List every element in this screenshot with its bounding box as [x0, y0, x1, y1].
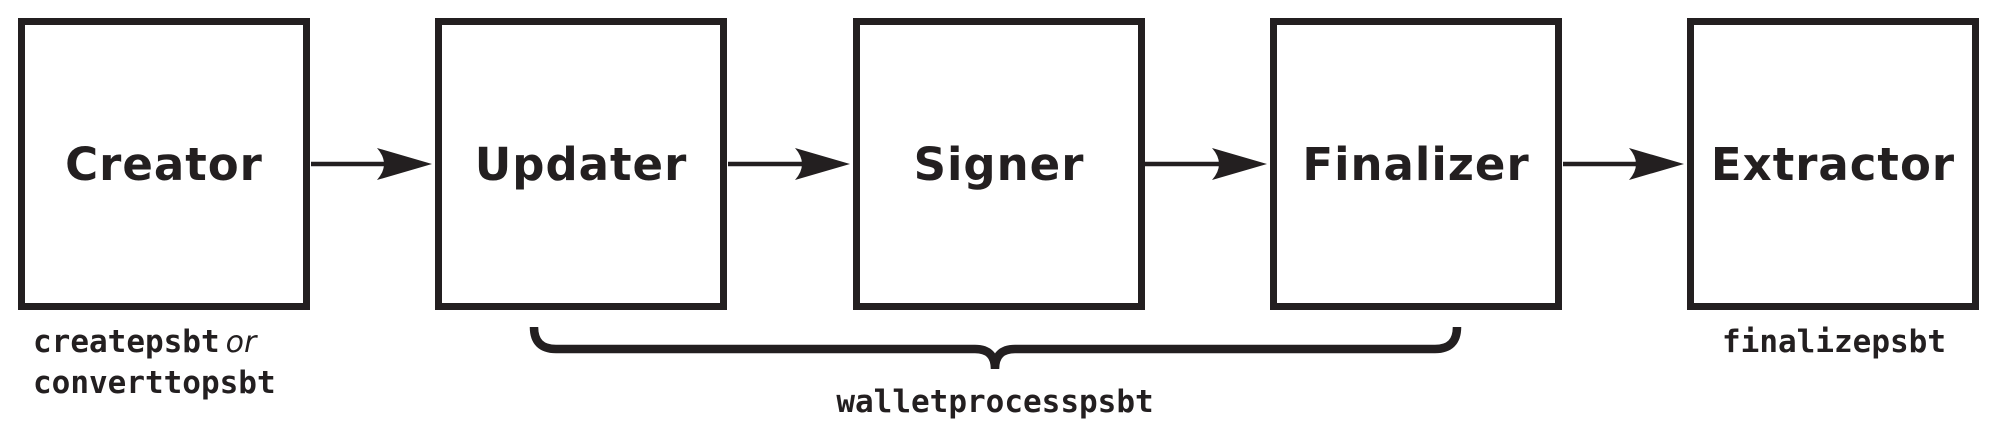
walletprocesspsbt-caption: walletprocesspsbt: [836, 384, 1154, 420]
stage-box-signer: Signer: [853, 18, 1145, 310]
stage-label-signer: Signer: [913, 137, 1085, 191]
flow-arrow-signer-to-finalizer: [1145, 148, 1267, 180]
stage-label-finalizer: Finalizer: [1302, 137, 1530, 191]
or-conjunction: or: [225, 325, 257, 360]
stage-label-extractor: Extractor: [1710, 137, 1956, 191]
stage-box-finalizer: Finalizer: [1270, 18, 1562, 310]
finalizepsbt-caption: finalizepsbt: [1722, 324, 1946, 360]
creator-rpc-caption-line2: converttopsbt: [33, 363, 276, 403]
stage-box-updater: Updater: [435, 18, 727, 310]
stage-label-creator: Creator: [65, 137, 263, 191]
flow-arrow-creator-to-updater: [311, 148, 432, 180]
command-converttopsbt: converttopsbt: [33, 365, 276, 401]
stage-box-extractor: Extractor: [1687, 18, 1979, 310]
walletprocesspsbt-underbrace: [529, 326, 1462, 370]
flow-arrow-finalizer-to-extractor: [1563, 148, 1684, 180]
stage-box-creator: Creator: [18, 18, 310, 310]
command-createpsbt: createpsbt: [33, 324, 220, 360]
flow-arrow-updater-to-signer: [728, 148, 850, 180]
stage-label-updater: Updater: [474, 137, 688, 191]
